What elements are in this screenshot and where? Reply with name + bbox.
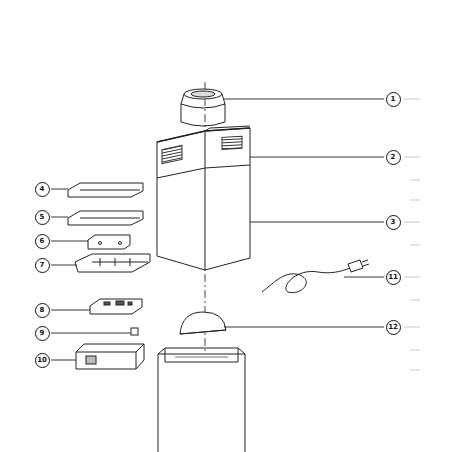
switch-box xyxy=(76,344,144,369)
power-cord xyxy=(262,260,369,293)
callout-number: 10 xyxy=(35,353,50,368)
small-part xyxy=(131,328,138,335)
callout-number: 8 xyxy=(35,303,50,318)
callout-label: 11 xyxy=(388,274,398,281)
callout-label: 2 xyxy=(391,154,396,161)
deflector xyxy=(180,312,226,334)
control-board xyxy=(90,299,142,314)
brackets xyxy=(68,183,150,272)
callout-number: 12 xyxy=(386,320,401,335)
callout-number: 1 xyxy=(386,92,401,107)
callout-number: 6 xyxy=(35,234,50,249)
hood-body xyxy=(158,348,245,452)
callout-label: 1 xyxy=(391,96,396,103)
callout-number: 2 xyxy=(386,150,401,165)
margin-ticks xyxy=(404,99,420,370)
callout-label: 9 xyxy=(40,330,45,337)
callout-label: 10 xyxy=(37,357,47,364)
callout-label: 7 xyxy=(40,262,45,269)
callout-label: 12 xyxy=(388,324,398,331)
callout-number: 4 xyxy=(35,182,50,197)
callout-label: 8 xyxy=(40,307,45,314)
callout-label: 3 xyxy=(391,219,396,226)
callout-label: 4 xyxy=(40,186,45,193)
chimney xyxy=(157,126,250,270)
callout-number: 11 xyxy=(386,270,401,285)
callout-number: 3 xyxy=(386,215,401,230)
collar xyxy=(181,89,225,126)
callout-number: 9 xyxy=(35,326,50,341)
deflector-edge xyxy=(180,330,226,334)
callout-number: 7 xyxy=(35,258,50,273)
callout-label: 6 xyxy=(40,238,45,245)
callout-label: 5 xyxy=(40,214,45,221)
callout-number: 5 xyxy=(35,210,50,225)
leader-lines xyxy=(51,99,384,360)
